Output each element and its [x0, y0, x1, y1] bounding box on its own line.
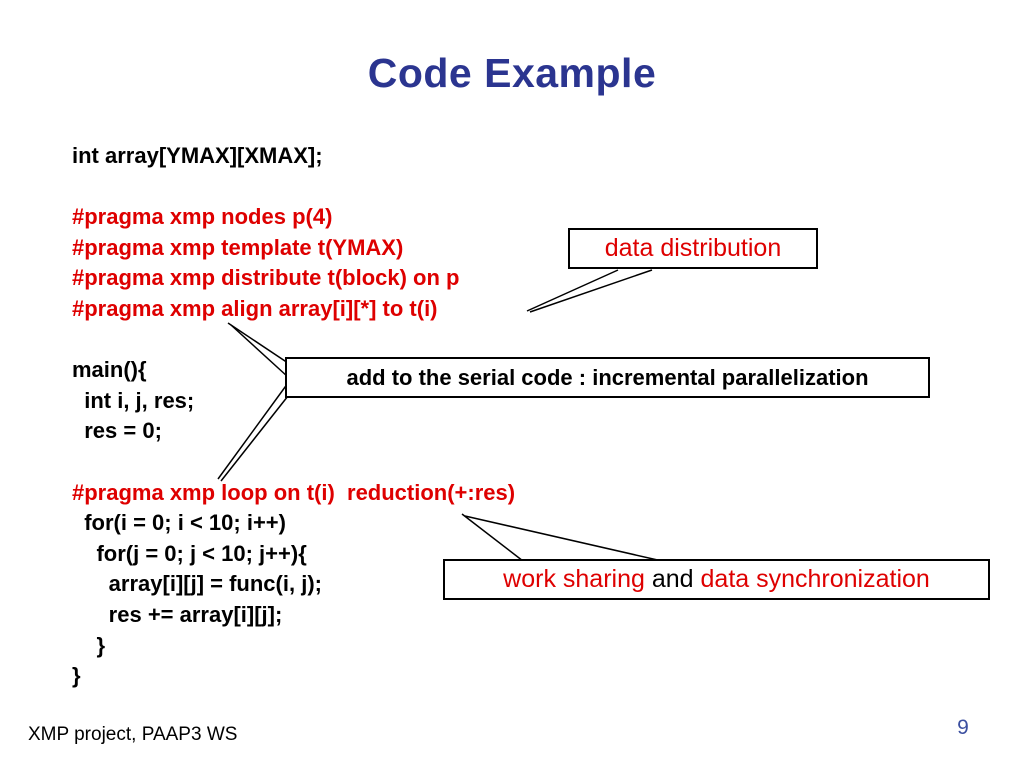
code-line: }	[72, 632, 106, 658]
code-line	[72, 447, 515, 478]
slide-footer: XMP project, PAAP3 WS	[28, 724, 238, 745]
code-block: int array[YMAX][XMAX]; #pragma xmp nodes…	[72, 141, 515, 692]
code-line: #pragma xmp loop on t(i) reduction(+:res…	[72, 479, 516, 505]
code-line: for(j = 0; j < 10; j++){	[72, 540, 307, 566]
callout-data-distribution-text: data distribution	[604, 234, 782, 262]
code-line: #pragma xmp template t(YMAX)	[72, 234, 404, 260]
code-line: #pragma xmp nodes p(4)	[72, 204, 333, 230]
callout-incremental-parallelization: add to the serial code : incremental par…	[285, 357, 930, 398]
slide-title: Code Example	[367, 50, 657, 96]
code-line: #pragma xmp align array[i][*] to t(i)	[72, 295, 438, 321]
callout-data-distribution: data distribution	[568, 228, 818, 269]
callout-work-sharing-part1: work sharing	[503, 565, 645, 593]
callout-work-sharing: work sharing and data synchronization	[443, 559, 990, 600]
callout-incremental-text: add to the serial code : incremental par…	[346, 364, 869, 390]
code-line	[72, 172, 515, 203]
callout-work-sharing-part2: and	[644, 565, 701, 593]
page-number: 9	[957, 716, 969, 739]
code-line: main(){	[72, 357, 147, 383]
code-line: }	[72, 663, 81, 689]
callout-work-sharing-part3: data synchronization	[700, 565, 930, 593]
code-line: int i, j, res;	[72, 387, 195, 413]
code-line: res = 0;	[72, 418, 162, 444]
code-line: int array[YMAX][XMAX];	[72, 143, 323, 168]
code-line	[72, 325, 515, 356]
code-line: #pragma xmp distribute t(block) on p	[72, 265, 460, 291]
code-line: for(i = 0; i < 10; i++)	[72, 510, 286, 536]
code-line: array[i][j] = func(i, j);	[72, 571, 322, 597]
code-line: res += array[i][j];	[72, 601, 283, 627]
